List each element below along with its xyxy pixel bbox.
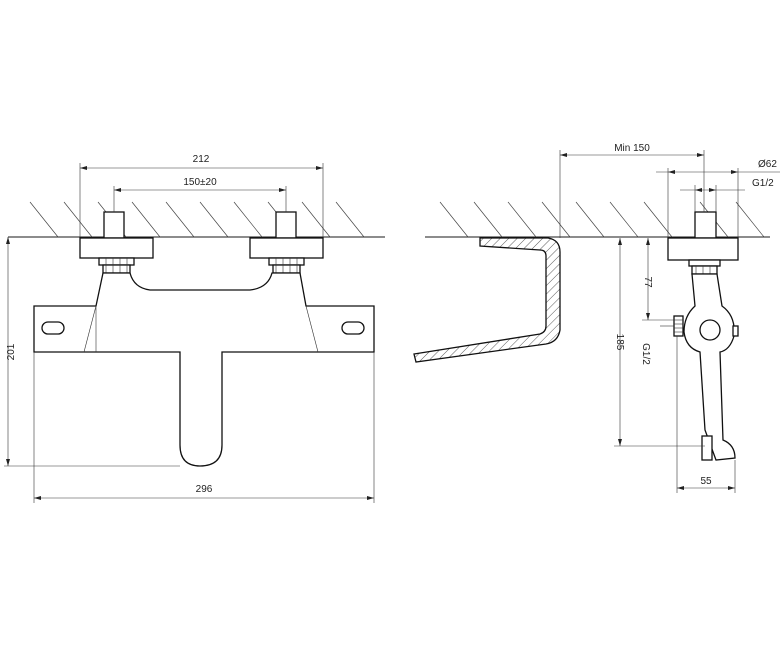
dim-296: 296 bbox=[196, 484, 213, 495]
front-dimensions: 212 150±20 201 296 bbox=[4, 154, 375, 503]
dim-diameter-62: Ø62 bbox=[758, 159, 777, 170]
side-dimensions: Min 150 Ø62 G1/2 77 185 G1/2 55 bbox=[559, 143, 780, 493]
wall-hatching-front bbox=[8, 201, 385, 238]
dim-201: 201 bbox=[6, 343, 17, 360]
wall-hatching-side bbox=[425, 201, 770, 238]
front-view-faucet bbox=[33, 211, 375, 467]
dim-g12-side: G1/2 bbox=[640, 343, 651, 365]
dim-150-20: 150±20 bbox=[183, 177, 217, 188]
dim-55: 55 bbox=[700, 476, 712, 487]
bathtub-profile bbox=[413, 237, 561, 363]
dim-77: 77 bbox=[642, 276, 653, 288]
dim-min-150: Min 150 bbox=[614, 143, 650, 154]
dim-185: 185 bbox=[614, 334, 625, 351]
dim-g12-top: G1/2 bbox=[752, 178, 774, 189]
dim-212: 212 bbox=[193, 154, 210, 165]
side-view-faucet bbox=[667, 211, 739, 461]
